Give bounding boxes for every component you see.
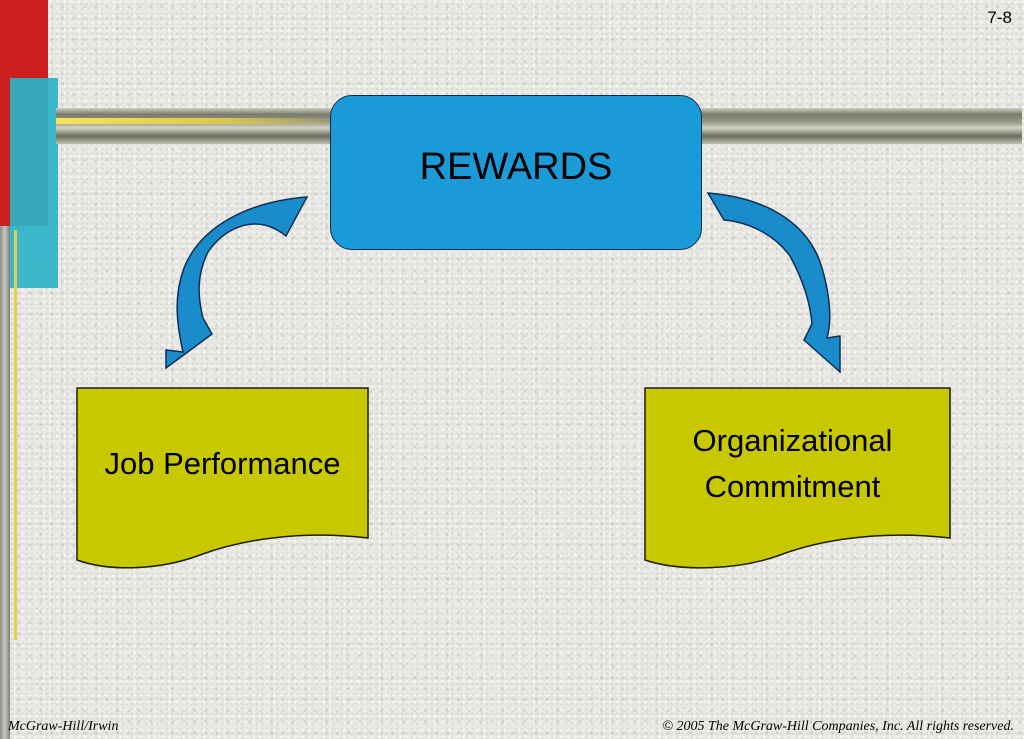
page-number: 7-8 bbox=[987, 8, 1012, 27]
rewards-label: REWARDS bbox=[419, 146, 613, 188]
copyright-footer: © 2005 The McGraw-Hill Companies, Inc. A… bbox=[662, 719, 1014, 734]
left-curved-arrow bbox=[165, 196, 309, 370]
left-decorative-strip bbox=[0, 0, 10, 739]
beam-highlight bbox=[56, 118, 336, 124]
right-curved-arrow bbox=[706, 192, 841, 374]
rewards-box: REWARDS bbox=[330, 95, 702, 250]
job-performance-document bbox=[76, 387, 369, 569]
organizational-commitment-label: Organizational Commitment bbox=[645, 418, 940, 510]
cyan-decorative-block bbox=[10, 78, 58, 288]
yellow-decorative-line bbox=[14, 230, 17, 640]
organizational-line: Organizational bbox=[692, 423, 893, 458]
commitment-line: Commitment bbox=[704, 469, 881, 504]
organizational-commitment-document bbox=[644, 387, 951, 569]
job-performance-label: Job Performance bbox=[104, 446, 341, 481]
publisher-footer: McGraw-Hill/Irwin bbox=[8, 719, 119, 734]
